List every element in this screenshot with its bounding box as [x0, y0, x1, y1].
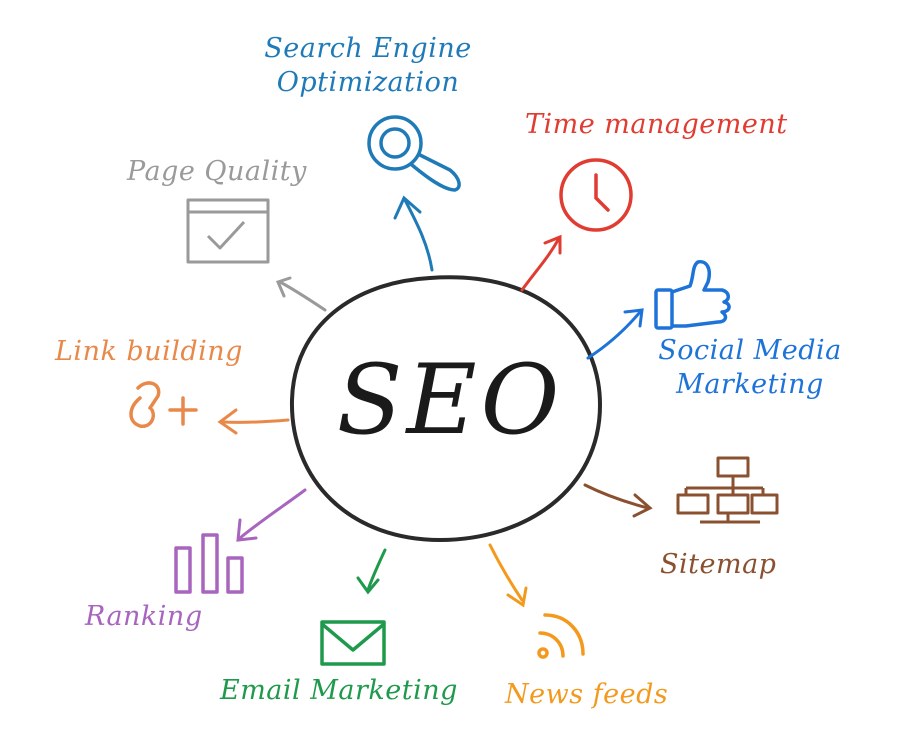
sitemap-icon: [676, 456, 779, 524]
center-circle: [289, 275, 603, 543]
arrow-to-sitemap: [583, 483, 653, 518]
label-news-feeds: News feeds: [505, 679, 669, 710]
label-time-management: Time management: [525, 109, 788, 140]
center-seo-label: SEO: [336, 344, 564, 456]
link-icon: [129, 381, 198, 428]
arrow-to-time: [520, 234, 562, 292]
arrow-to-news: [488, 543, 528, 608]
arrow-to-email: [356, 548, 387, 595]
arrow-to-link: [217, 408, 290, 435]
social-line1: Social Media: [658, 335, 842, 366]
arrow-to-quality: [275, 276, 327, 312]
magnifier-icon: [367, 115, 461, 192]
checkbox-icon: [186, 198, 270, 264]
label-sitemap: Sitemap: [660, 549, 777, 580]
arrow-to-ranking: [236, 488, 307, 542]
seo-line1: Search Engine: [264, 33, 472, 64]
seo-line2: Optimization: [276, 67, 460, 98]
label-ranking: Ranking: [85, 601, 203, 632]
arrow-to-social: [586, 308, 644, 360]
label-page-quality: Page Quality: [127, 156, 307, 187]
thumbs-up-icon: [654, 259, 731, 330]
label-social-media-marketing: Social Media Marketing: [645, 334, 855, 402]
label-search-engine-optimization: Search Engine Optimization: [258, 32, 478, 100]
label-link-building: Link building: [55, 336, 243, 367]
arrow-to-seo: [393, 195, 434, 272]
label-email-marketing: Email Marketing: [220, 675, 458, 706]
social-line2: Marketing: [676, 369, 824, 400]
envelope-icon: [320, 620, 386, 666]
bar-chart-icon: [174, 533, 244, 594]
rss-icon: [537, 613, 585, 659]
clock-icon: [559, 158, 633, 232]
